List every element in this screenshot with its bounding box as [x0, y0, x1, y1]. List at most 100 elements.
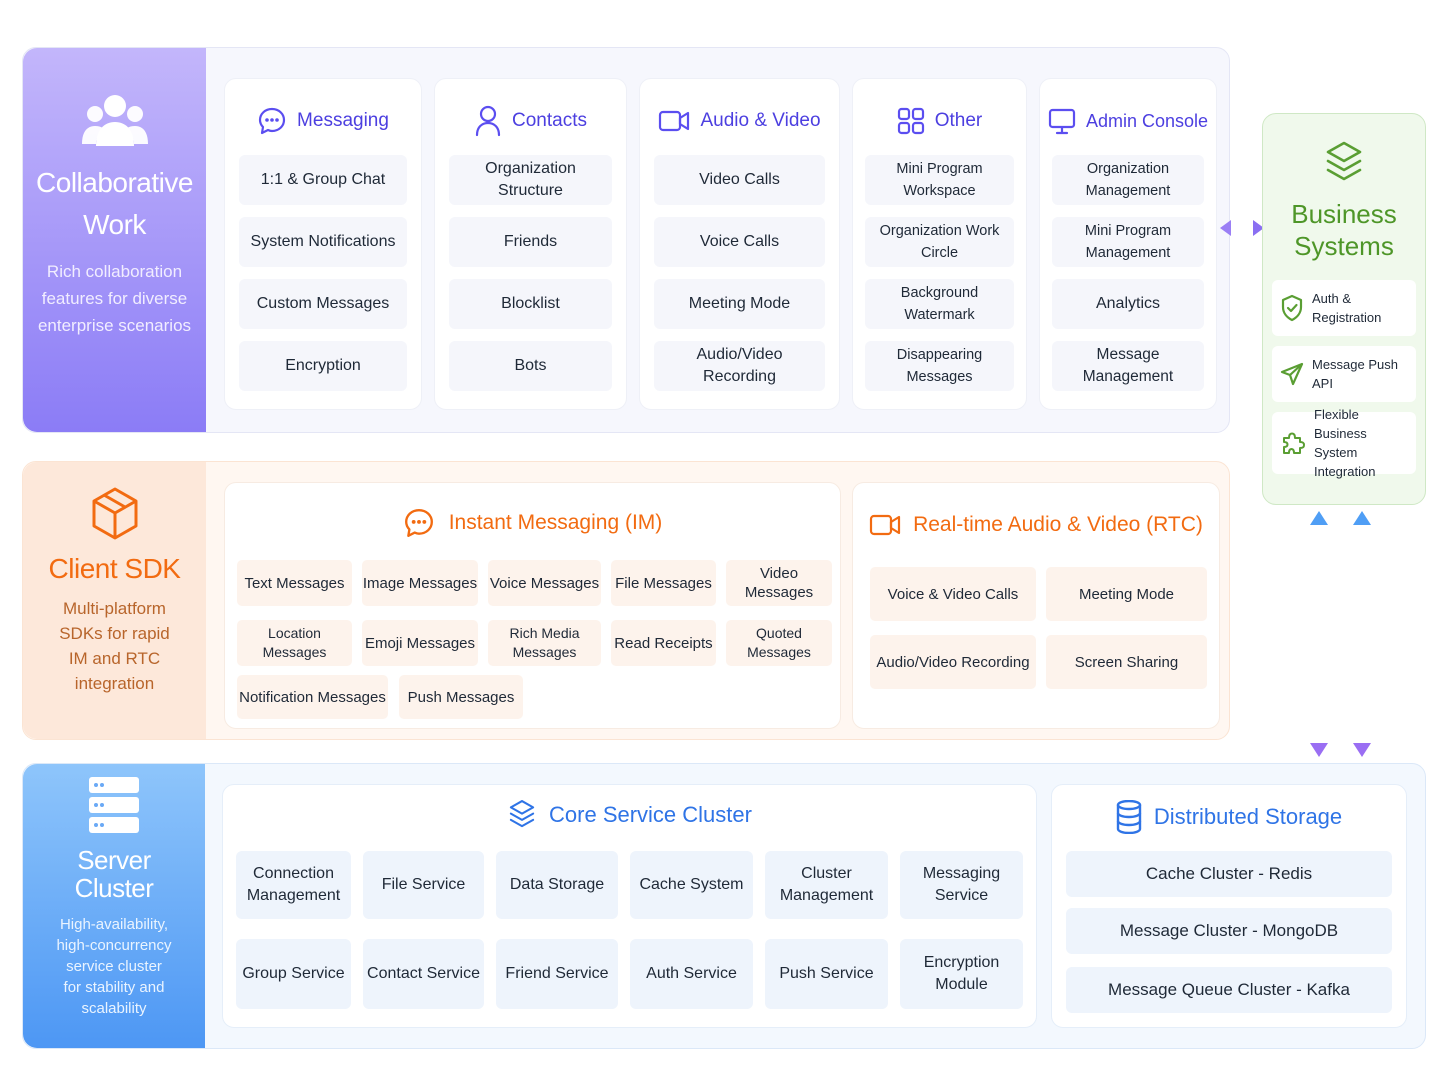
contacts-column: Contacts Organization Structure Friends …	[434, 78, 627, 410]
rtc-item: Voice & Video Calls	[870, 567, 1036, 621]
contacts-item: Blocklist	[449, 279, 612, 329]
other-header: Other	[865, 97, 1014, 145]
audio-video-item: Video Calls	[654, 155, 825, 205]
other-column: Other Mini Program Workspace Organizatio…	[852, 78, 1027, 410]
im-item: Quoted Messages	[726, 620, 832, 666]
layers-icon	[507, 799, 537, 831]
rtc-panel: Real-time Audio & Video (RTC) Voice & Vi…	[852, 482, 1220, 729]
audio-video-header: Audio & Video	[654, 97, 825, 145]
business-systems-panel: Business Systems Auth & Registration Mes…	[1262, 113, 1426, 505]
bidirectional-arrow-horizontal	[1219, 217, 1265, 239]
im-item: Read Receipts	[611, 620, 716, 666]
puzzle-icon	[1280, 430, 1306, 456]
distributed-storage-header: Distributed Storage	[1052, 797, 1406, 837]
admin-console-item: Mini Program Management	[1052, 217, 1204, 267]
core-service-item: Cache System	[630, 851, 753, 919]
core-service-item: File Service	[363, 851, 484, 919]
im-item: Video Messages	[726, 560, 832, 606]
collaborative-work-header: Collaborative Work Rich collaboration fe…	[23, 48, 206, 432]
other-item: Disappearing Messages	[865, 341, 1014, 391]
server-cluster-layer: Server Cluster High-availability, high-c…	[22, 763, 1426, 1049]
messaging-column: Messaging 1:1 & Group Chat System Notifi…	[224, 78, 422, 410]
business-item-label: Flexible Business System Integration	[1314, 407, 1376, 479]
server-cluster-title: Server Cluster	[74, 845, 154, 903]
server-cluster-header: Server Cluster High-availability, high-c…	[23, 764, 205, 1048]
video-camera-icon	[869, 512, 901, 538]
messaging-item: Custom Messages	[239, 279, 407, 329]
rtc-item: Screen Sharing	[1046, 635, 1207, 689]
core-service-cluster-panel: Core Service Cluster Connection Manageme…	[222, 784, 1037, 1028]
im-item: Push Messages	[399, 675, 523, 719]
audio-video-item: Voice Calls	[654, 217, 825, 267]
chat-bubble-icon	[257, 106, 287, 136]
audio-video-item: Meeting Mode	[654, 279, 825, 329]
admin-console-title: Admin Console	[1085, 110, 1209, 131]
im-title: Instant Messaging (IM)	[448, 511, 663, 534]
im-item: Location Messages	[237, 620, 352, 666]
storage-item: Message Queue Cluster - Kafka	[1066, 967, 1392, 1013]
core-service-item: Contact Service	[363, 939, 484, 1009]
distributed-storage-panel: Distributed Storage Cache Cluster - Redi…	[1051, 784, 1407, 1028]
audio-video-column: Audio & Video Video Calls Voice Calls Me…	[639, 78, 840, 410]
contacts-item: Organization Structure	[449, 155, 612, 205]
send-icon	[1280, 362, 1304, 386]
contacts-item: Friends	[449, 217, 612, 267]
core-service-cluster-header: Core Service Cluster	[223, 795, 1036, 835]
im-item: Notification Messages	[237, 675, 388, 719]
monitor-icon	[1048, 107, 1076, 135]
shield-check-icon	[1280, 294, 1304, 322]
core-service-item: Cluster Management	[765, 851, 888, 919]
person-icon	[474, 105, 502, 137]
admin-console-item: Organization Management	[1052, 155, 1204, 205]
admin-console-item: Message Management	[1052, 341, 1204, 391]
core-service-cluster-title: Core Service Cluster	[549, 802, 752, 827]
server-cluster-description: High-availability, high-concurrency serv…	[56, 916, 172, 1017]
client-sdk-layer: Client SDK Multi-platform SDKs for rapid…	[22, 461, 1230, 740]
users-icon	[81, 92, 148, 148]
im-header: Instant Messaging (IM)	[225, 503, 840, 543]
core-service-item: Encryption Module	[900, 939, 1023, 1009]
layers-icon	[1325, 140, 1363, 186]
contacts-item: Bots	[449, 341, 612, 391]
other-item: Background Watermark	[865, 279, 1014, 329]
database-icon	[1116, 800, 1142, 834]
distributed-storage-title: Distributed Storage	[1153, 804, 1343, 829]
core-service-item: Data Storage	[496, 851, 618, 919]
messaging-title: Messaging	[297, 110, 389, 131]
im-item: Rich Media Messages	[488, 620, 601, 666]
contacts-header: Contacts	[449, 97, 612, 145]
storage-item: Cache Cluster - Redis	[1066, 851, 1392, 897]
business-item-label: Auth & Registration	[1312, 291, 1382, 325]
business-item-label: Message Push API	[1312, 357, 1398, 391]
messaging-item: 1:1 & Group Chat	[239, 155, 407, 205]
bidirectional-arrow-vertical	[1308, 510, 1330, 758]
other-title: Other	[934, 110, 983, 131]
client-sdk-header: Client SDK Multi-platform SDKs for rapid…	[23, 462, 206, 739]
core-service-item: Push Service	[765, 939, 888, 1009]
admin-console-item: Analytics	[1052, 279, 1204, 329]
business-item-push-api: Message Push API	[1272, 346, 1416, 402]
business-item-integration: Flexible Business System Integration	[1272, 407, 1416, 479]
client-sdk-description: Multi-platform SDKs for rapid IM and RTC…	[59, 599, 170, 693]
storage-item: Message Cluster - MongoDB	[1066, 908, 1392, 954]
bidirectional-arrow-vertical	[1351, 510, 1373, 758]
messaging-header: Messaging	[239, 97, 407, 145]
rtc-header: Real-time Audio & Video (RTC)	[853, 505, 1219, 545]
admin-console-column: Admin Console Organization Management Mi…	[1039, 78, 1217, 410]
server-rack-icon	[88, 776, 140, 836]
other-item: Mini Program Workspace	[865, 155, 1014, 205]
core-service-item: Group Service	[236, 939, 351, 1009]
rtc-item: Meeting Mode	[1046, 567, 1207, 621]
messaging-item: System Notifications	[239, 217, 407, 267]
im-panel: Instant Messaging (IM) Text Messages Ima…	[224, 482, 841, 729]
contacts-title: Contacts	[512, 110, 587, 131]
core-service-item: Connection Management	[236, 851, 351, 919]
im-item: Text Messages	[237, 560, 352, 606]
collaborative-work-title: Collaborative Work	[36, 167, 193, 240]
core-service-item: Friend Service	[496, 939, 618, 1009]
core-service-item: Messaging Service	[900, 851, 1023, 919]
collaborative-work-layer: Collaborative Work Rich collaboration fe…	[22, 47, 1230, 433]
business-systems-title: Business Systems	[1291, 199, 1397, 261]
rtc-title: Real-time Audio & Video (RTC)	[913, 513, 1203, 536]
admin-console-header: Admin Console	[1048, 97, 1208, 145]
